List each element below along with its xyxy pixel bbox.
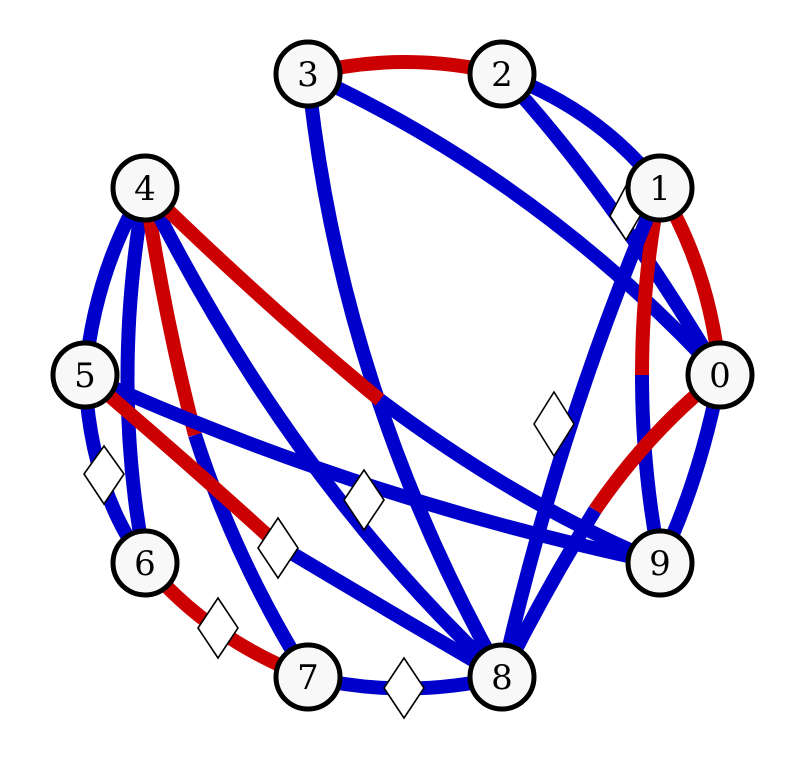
node-5: 5 [50, 340, 120, 410]
edge-4-7-blue-part [188, 432, 314, 681]
node-2-circle [467, 39, 537, 109]
edge-3-8 [301, 73, 509, 681]
edge-5-6-marker [83, 444, 125, 506]
node-0-circle [685, 340, 755, 410]
node-6: 6 [110, 528, 180, 598]
node-2: 2 [467, 39, 537, 109]
edge-4-9-blue-part [375, 394, 663, 570]
node-1-label: 1 [649, 169, 671, 209]
node-5-circle [50, 340, 120, 410]
edge-1-8-marker [533, 390, 575, 458]
node-7-label: 7 [297, 658, 319, 698]
node-5-label: 5 [74, 356, 96, 396]
node-8: 8 [467, 642, 537, 712]
node-4: 4 [110, 153, 180, 223]
node-9-label: 9 [649, 544, 671, 584]
node-0: 0 [685, 340, 755, 410]
edge-1-8 [495, 185, 667, 679]
node-3: 3 [273, 39, 343, 109]
node-1-circle [625, 153, 695, 223]
node-8-circle [467, 642, 537, 712]
edges-layer [78, 55, 727, 696]
node-1: 1 [625, 153, 695, 223]
edge-2-0 [496, 69, 727, 379]
edge-4-8 [138, 184, 507, 683]
nodes-layer: 0 1 2 3 4 5 6 7 [50, 39, 755, 712]
node-2-label: 2 [491, 55, 513, 95]
node-4-label: 4 [134, 169, 156, 209]
edge-6-7-marker [197, 596, 239, 660]
node-8-label: 8 [491, 658, 513, 698]
node-7-circle [273, 642, 343, 712]
edge-5-9-marker [343, 468, 385, 532]
node-3-circle [273, 39, 343, 109]
edge-3-0 [305, 67, 726, 380]
node-9-circle [625, 528, 695, 598]
node-9: 9 [625, 528, 695, 598]
node-7: 7 [273, 642, 343, 712]
edge-7-8-marker [383, 656, 425, 720]
edge-4-9-red-part [140, 182, 385, 406]
node-3-label: 3 [297, 55, 319, 95]
node-0-label: 0 [709, 356, 731, 396]
node-6-label: 6 [134, 544, 156, 584]
node-6-circle [110, 528, 180, 598]
edge-5-8-marker [257, 516, 299, 580]
edge-4-6 [120, 186, 152, 565]
markers-layer [83, 180, 647, 720]
node-4-circle [110, 153, 180, 223]
